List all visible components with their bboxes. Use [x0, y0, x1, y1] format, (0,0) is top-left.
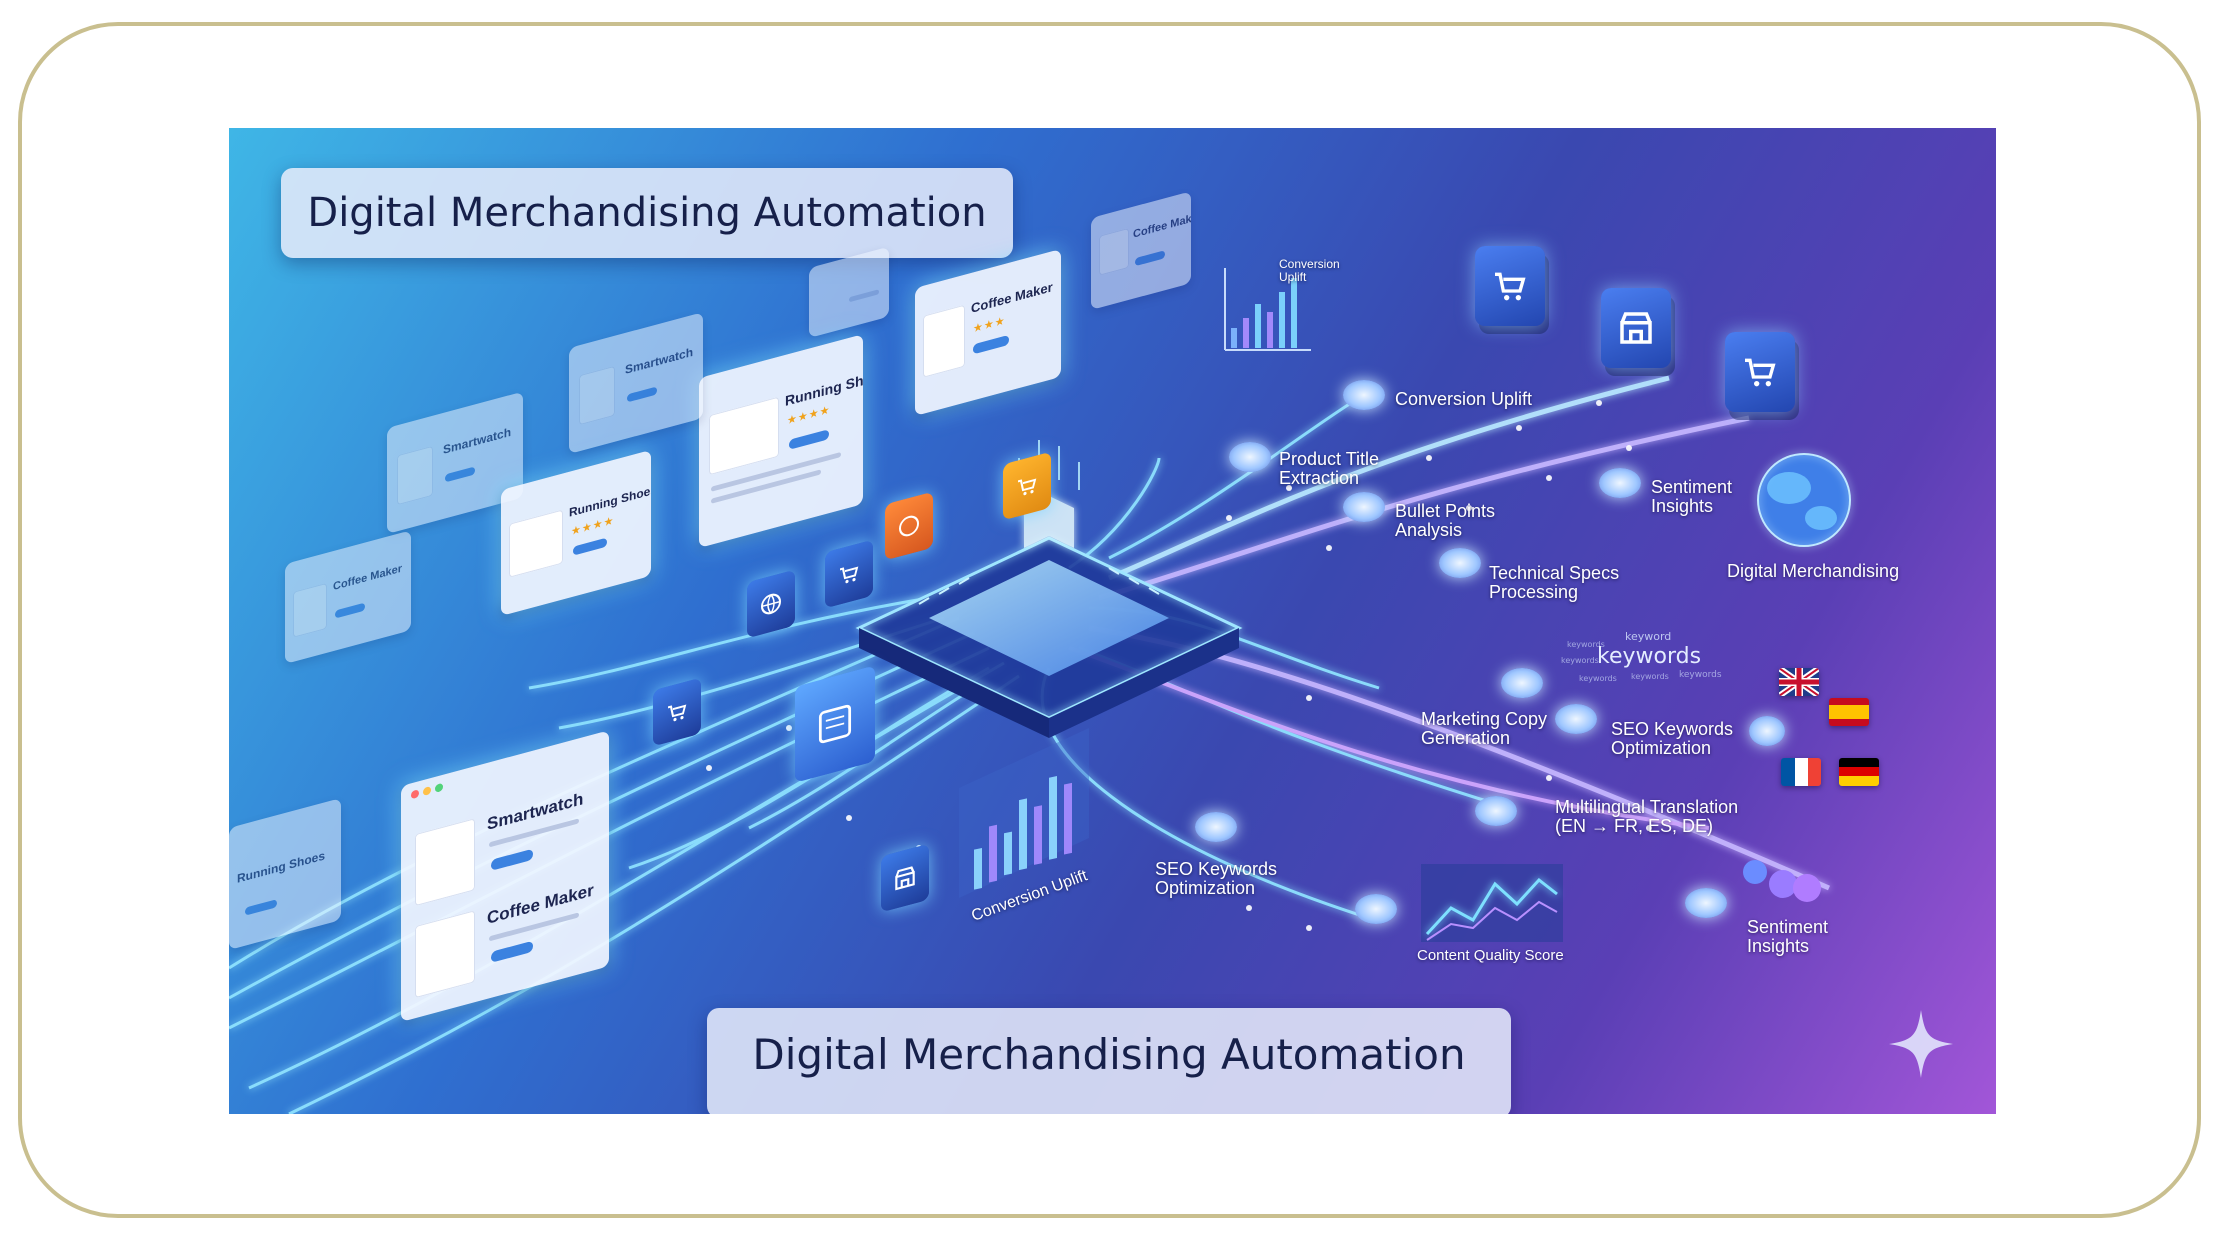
card-title: Running Shoes — [785, 365, 863, 409]
keyword-cloud-word: keyword — [1625, 630, 1672, 643]
bar-chart-icon — [1224, 268, 1311, 351]
keyword-cloud-main: keywords — [1597, 644, 1702, 669]
storefront-icon — [881, 843, 929, 913]
storefront-icon — [1601, 288, 1671, 368]
node-content-quality — [1355, 894, 1397, 924]
node-seo-bottom — [1195, 812, 1237, 842]
label-sentiment-top: Sentiment Insights — [1651, 477, 1733, 516]
node-marketing-copy — [1501, 668, 1543, 698]
footer-title-text: Digital Merchandising Automation — [752, 1030, 1466, 1079]
keyword-cloud-word: keywords — [1567, 640, 1605, 649]
node-conversion-uplift — [1343, 380, 1385, 410]
label-sentiment-bottom: Sentiment Insights — [1747, 917, 1829, 956]
label-product-title: Product Title Extraction — [1279, 449, 1380, 488]
keyword-cloud-word: keywords — [1679, 670, 1722, 680]
node-sentiment-top — [1599, 468, 1641, 498]
node-seo-right — [1555, 704, 1597, 734]
label-conversion-uplift: Conversion Uplift — [1395, 389, 1533, 409]
shopping-cart-icon — [825, 539, 873, 609]
shopping-cart-icon — [1003, 451, 1051, 521]
germany-flag-icon — [1839, 758, 1879, 786]
node-multilingual — [1475, 796, 1517, 826]
card-title: Running Shoes — [237, 848, 325, 886]
spain-flag-icon — [1829, 698, 1869, 726]
bar-chart-icon — [959, 728, 1089, 898]
label-conversion-uplift-small: Conversion Uplift — [1279, 257, 1340, 284]
label-bullet-points: Bullet Points Analysis — [1395, 501, 1496, 540]
storefront-icon — [885, 491, 933, 561]
page-title: Digital Merchandising Automation — [281, 168, 1013, 258]
card-title: Smartwatch — [625, 344, 694, 377]
document-panel-icon — [795, 665, 875, 783]
card-title: Coffee Maker — [333, 562, 403, 594]
label-marketing-copy: Marketing Copy Generation — [1421, 709, 1548, 748]
card-title: Coffee Maker — [971, 279, 1053, 316]
keyword-cloud-word: keywords — [1561, 656, 1599, 665]
shopping-cart-icon — [1725, 332, 1795, 412]
footer-title: Digital Merchandising Automation — [707, 1008, 1511, 1114]
shopping-cart-icon — [653, 677, 701, 747]
card-title: Smartwatch — [443, 424, 512, 457]
label-technical-specs: Technical Specs Processing — [1489, 563, 1620, 602]
label-seo-right: SEO Keywords Optimization — [1611, 719, 1734, 758]
keyword-cloud-word: keywords — [1631, 672, 1669, 681]
label-seo-bottom: SEO Keywords Optimization — [1155, 859, 1278, 898]
illustration-scene: Digital Merchandising Automation Digital… — [229, 128, 1996, 1114]
label-digital-merchandising: Digital Merchandising — [1727, 561, 1900, 581]
card-title: Smartwatch — [487, 789, 584, 834]
node-translate — [1749, 716, 1785, 746]
card-title: Coffee Maker — [1133, 210, 1191, 241]
node-technical-specs — [1439, 548, 1481, 578]
node-sentiment-bottom — [1685, 888, 1727, 918]
keyword-cloud-word: keywords — [1579, 674, 1617, 683]
shopping-cart-icon — [1475, 246, 1545, 326]
globe-icon — [1757, 453, 1851, 547]
sparkle-icon — [1889, 1010, 1953, 1078]
sentiment-bubbles — [1743, 860, 1821, 902]
chip-icon — [855, 440, 1243, 738]
france-flag-icon — [1781, 758, 1821, 786]
uk-flag-icon — [1779, 668, 1819, 696]
globe-icon — [747, 569, 795, 639]
label-content-quality: Content Quality Score — [1417, 947, 1564, 964]
page-title-text: Digital Merchandising Automation — [307, 190, 987, 236]
node-product-title — [1229, 442, 1271, 472]
node-bullet-points — [1343, 492, 1385, 522]
label-multilingual: Multilingual Translation (EN → FR, ES, D… — [1555, 797, 1739, 836]
content-quality-graph — [1421, 864, 1563, 942]
